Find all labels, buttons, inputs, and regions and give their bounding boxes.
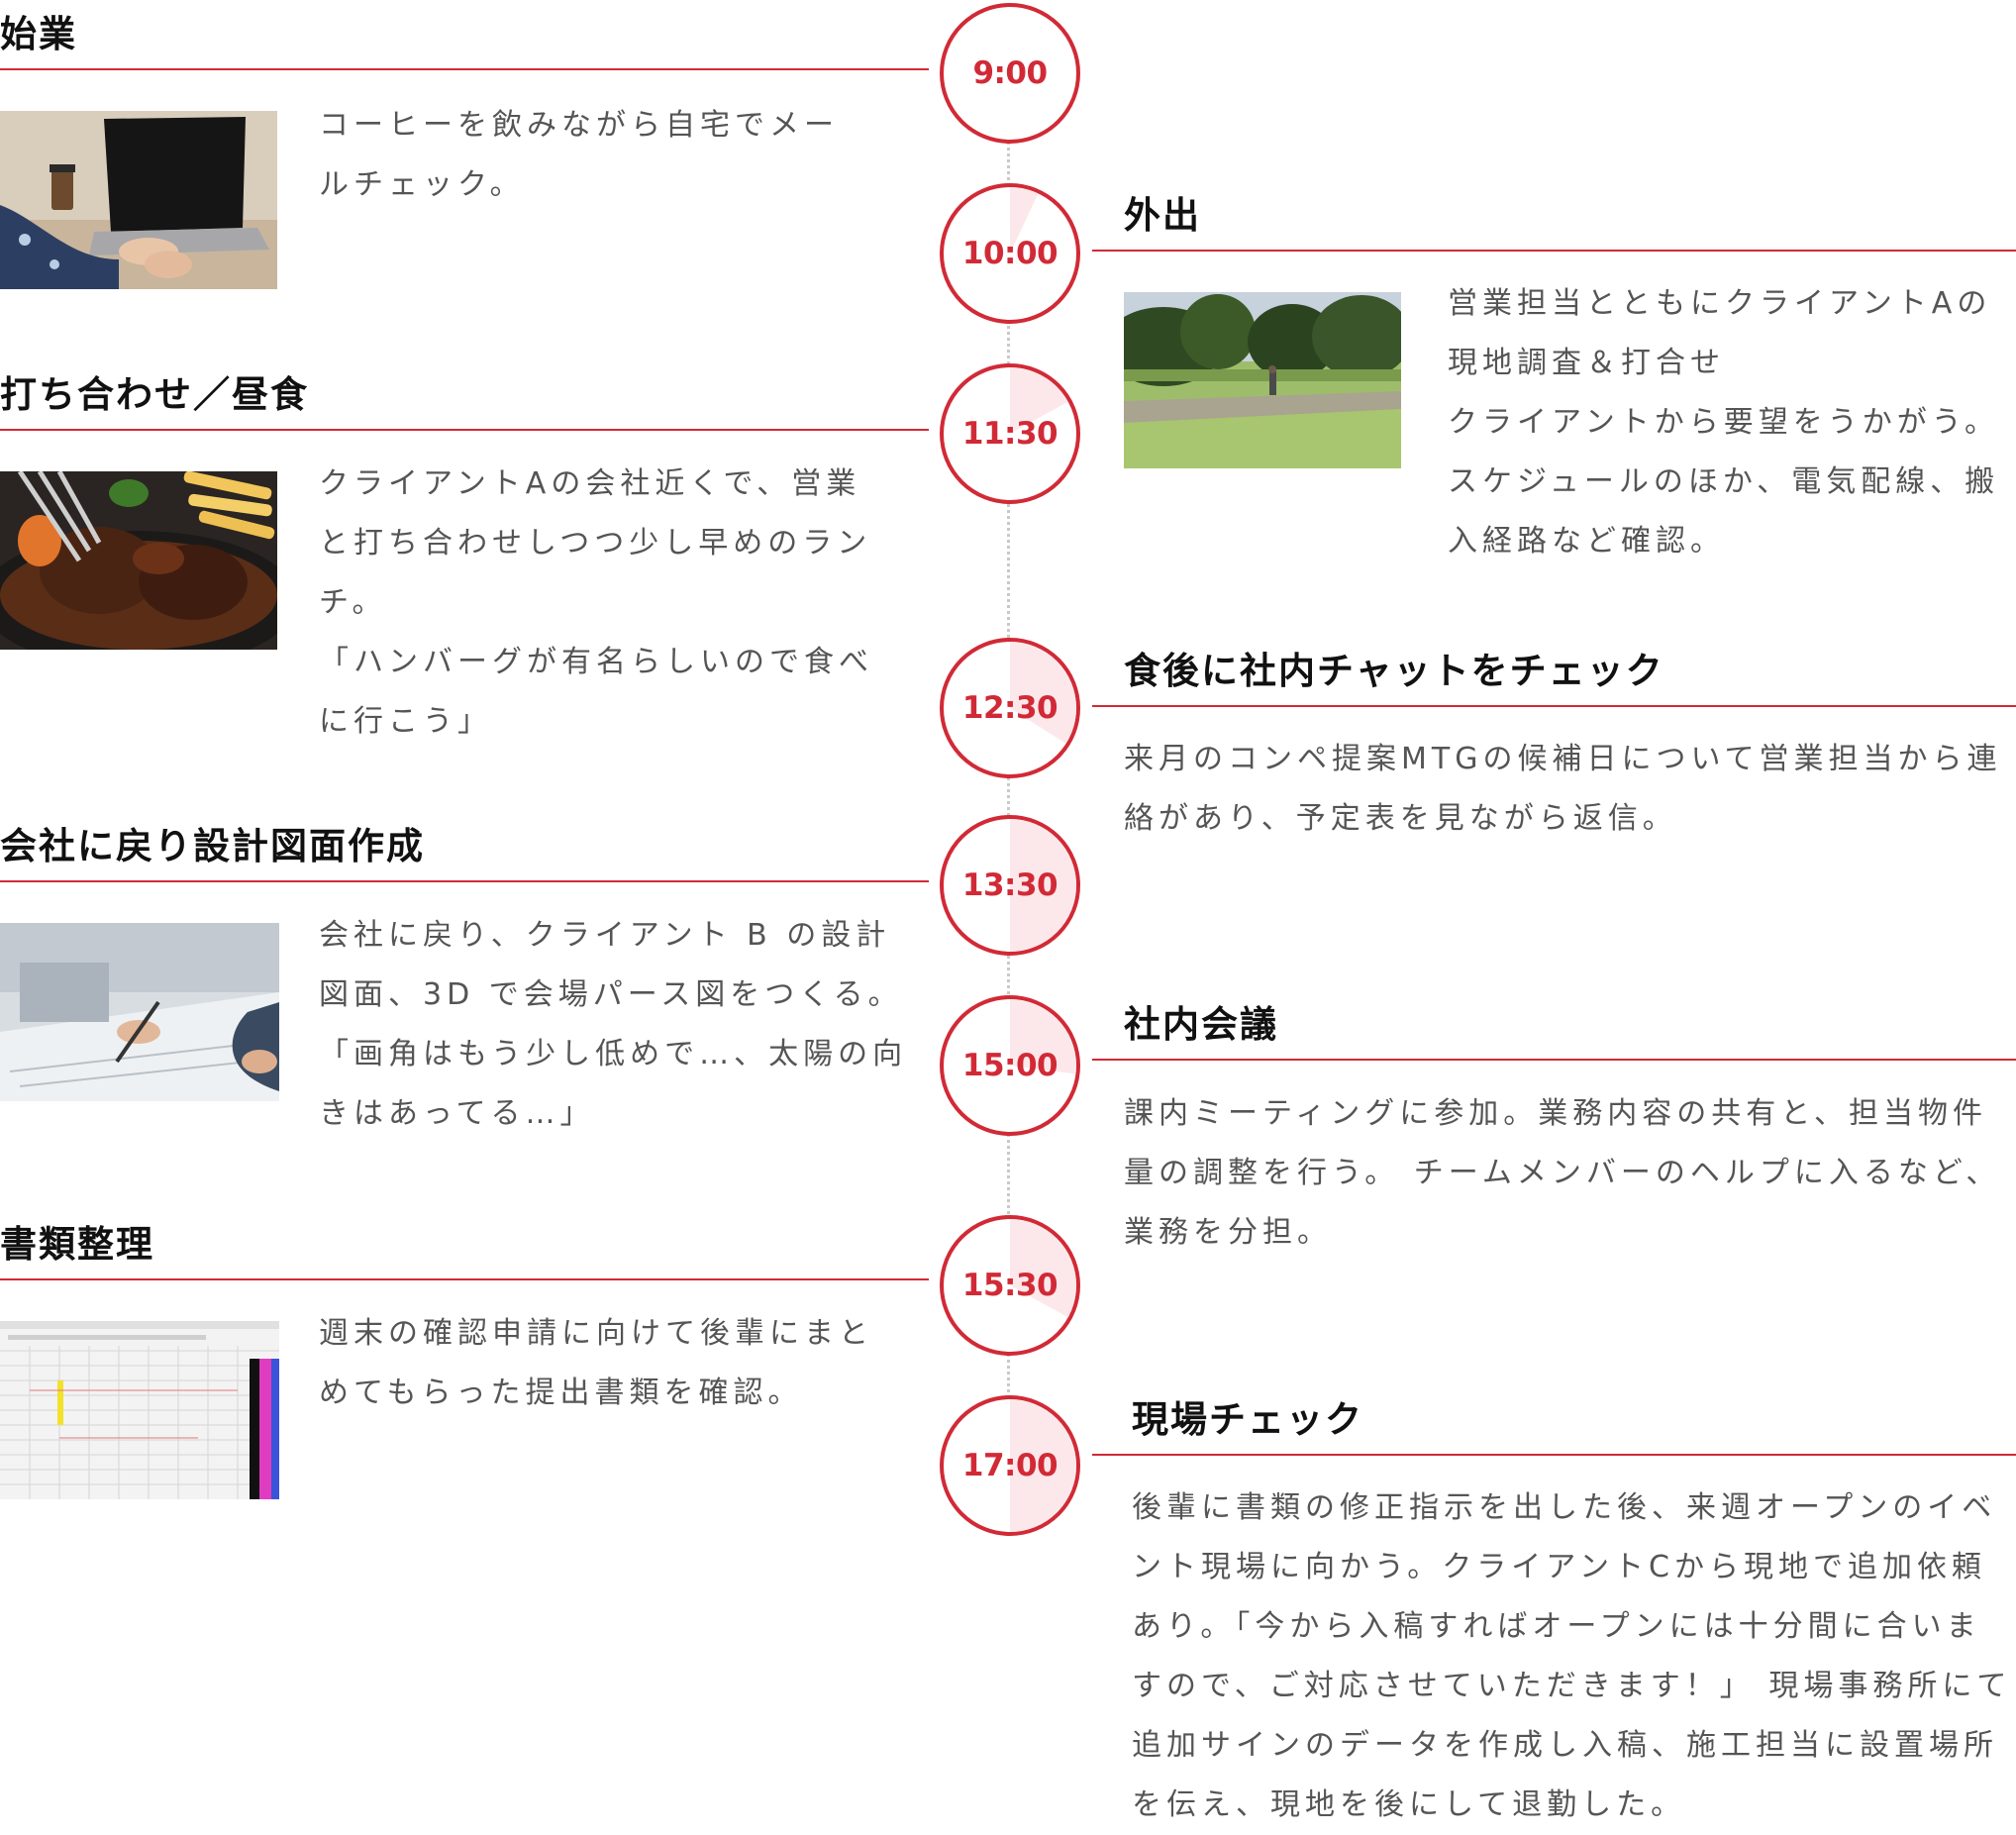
park-photo xyxy=(1124,292,1401,468)
entry-rule xyxy=(1092,1454,2016,1456)
text-line: 追加サインのデータを作成し入稿、施工担当に設置場所 xyxy=(1132,1728,1998,1763)
hamburg-steak-photo xyxy=(0,471,277,650)
text-line: クライアントAの会社近くで、営業 xyxy=(319,466,861,501)
entry-title: 会社に戻り設計図面作成 xyxy=(0,825,425,867)
text-line: 「画角はもう少し低めで…、太陽の向 xyxy=(319,1037,908,1071)
time-marker: 17:00 xyxy=(940,1395,1080,1536)
text-line: ルチェック。 xyxy=(319,167,525,202)
entry-rule xyxy=(0,429,929,431)
entry-text: 営業担当とともにクライアントAの 現地調査＆打合せ クライアントから要望をうかが… xyxy=(1448,274,1999,571)
time-label: 9:00 xyxy=(972,55,1048,91)
time-progress-wedge xyxy=(1010,187,1040,254)
entry-rule xyxy=(1092,705,2016,707)
entry-title: 書類整理 xyxy=(0,1223,154,1266)
timeline-line xyxy=(1007,69,1010,1495)
entry-title: 打ち合わせ／昼食 xyxy=(0,373,309,416)
time-marker: 9:00 xyxy=(940,3,1080,144)
entry-rule xyxy=(0,68,929,70)
text-line: 営業担当とともにクライアントAの xyxy=(1448,286,1992,321)
time-progress-wedge xyxy=(1010,1399,1076,1532)
entry-title: 外出 xyxy=(1124,194,1201,237)
text-line: 現地調査＆打合せ xyxy=(1448,346,1725,380)
time-marker: 15:00 xyxy=(940,995,1080,1136)
time-marker: 13:30 xyxy=(940,815,1080,956)
entry-title: 現場チェック xyxy=(1132,1398,1363,1441)
text-line: 業務を分担。 xyxy=(1124,1215,1332,1250)
text-line: あり。「今から入稿すればオープンには十分間に合いま xyxy=(1132,1609,1981,1644)
entry-title: 始業 xyxy=(0,13,77,55)
text-line: ント現場に向かう。クライアントCから現地で追加依頼 xyxy=(1132,1550,1986,1584)
entry-text: コーヒーを飲みながら自宅でメー ルチェック。 xyxy=(319,96,839,215)
text-line: 週末の確認申請に向けて後輩にまと xyxy=(319,1316,873,1351)
entry-rule xyxy=(0,1278,929,1280)
text-line: と打ち合わせしつつ少し早めのラン xyxy=(319,526,872,561)
time-label: 10:00 xyxy=(961,236,1058,271)
entry-rule xyxy=(1092,250,2016,252)
time-marker: 11:30 xyxy=(940,363,1080,504)
entry-text: 後輩に書類の修正指示を出した後、来週オープンのイベ ント現場に向かう。クライアン… xyxy=(1132,1478,2011,1835)
entry-text: 会社に戻り、クライアント B の設計 図面、3D で会場パース図をつくる。 「画… xyxy=(319,906,907,1144)
time-label: 15:00 xyxy=(961,1048,1058,1083)
text-line: 入経路など確認。 xyxy=(1448,524,1725,559)
text-line: すので、ご対応させていただきます！」 現場事務所にて xyxy=(1132,1669,2012,1703)
entry-title: 食後に社内チャットをチェック xyxy=(1124,650,1664,692)
text-line: を伝え、現地を後にして退勤した。 xyxy=(1132,1787,1686,1822)
entry-rule xyxy=(0,880,929,882)
entry-text: クライアントAの会社近くで、営業 と打ち合わせしつつ少し早めのラン チ。 「ハン… xyxy=(319,455,873,752)
time-label: 12:30 xyxy=(961,690,1058,726)
time-progress-wedge xyxy=(1010,1219,1076,1319)
drafting-photo xyxy=(0,923,279,1101)
text-line: チ。 xyxy=(319,585,387,620)
text-line: クライアントから要望をうかがう。 xyxy=(1448,405,1999,440)
text-line: に行こう」 xyxy=(319,704,492,739)
time-marker: 10:00 xyxy=(940,183,1080,324)
time-label: 11:30 xyxy=(961,416,1058,452)
text-line: スケジュールのほか、電気配線、搬 xyxy=(1448,464,2000,499)
entry-text: 課内ミーティングに参加。業務内容の共有と、担当物件 量の調整を行う。 チームメン… xyxy=(1124,1084,2000,1263)
time-progress-wedge xyxy=(1010,819,1076,952)
text-line: 来月のコンペ提案MTGの候補日について営業担当から連 xyxy=(1124,742,2002,776)
text-line: きはあってる…」 xyxy=(319,1096,595,1131)
text-line: めてもらった提出書類を確認。 xyxy=(319,1376,803,1410)
entry-text: 来月のコンペ提案MTGの候補日について営業担当から連 絡があり、予定表を見ながら… xyxy=(1124,730,2002,849)
text-line: コーヒーを飲みながら自宅でメー xyxy=(319,108,839,143)
laptop-photo xyxy=(0,111,277,289)
time-progress-wedge xyxy=(1010,642,1076,746)
text-line: 量の調整を行う。 チームメンバーのヘルプに入るなど、 xyxy=(1124,1156,2001,1190)
time-progress-wedge xyxy=(1010,367,1071,434)
entry-rule xyxy=(1092,1059,2016,1061)
entry-text: 週末の確認申請に向けて後輩にまと めてもらった提出書類を確認。 xyxy=(319,1304,873,1423)
time-label: 13:30 xyxy=(961,867,1058,903)
spreadsheet-screenshot xyxy=(0,1321,279,1499)
entry-title: 社内会議 xyxy=(1124,1003,1278,1046)
text-line: 「ハンバーグが有名らしいので食べ xyxy=(319,645,873,679)
time-label: 15:30 xyxy=(961,1268,1058,1303)
text-line: 課内ミーティングに参加。業務内容の共有と、担当物件 xyxy=(1124,1096,1987,1131)
time-marker: 15:30 xyxy=(940,1215,1080,1356)
text-line: 絡があり、予定表を見ながら返信。 xyxy=(1124,801,1677,836)
time-marker: 12:30 xyxy=(940,638,1080,778)
text-line: 図面、3D で会場パース図をつくる。 xyxy=(319,977,903,1012)
text-line: 後輩に書類の修正指示を出した後、来週オープンのイベ xyxy=(1132,1490,1997,1525)
text-line: 会社に戻り、クライアント B の設計 xyxy=(319,918,891,953)
time-progress-wedge xyxy=(1010,999,1076,1074)
time-label: 17:00 xyxy=(961,1448,1058,1483)
